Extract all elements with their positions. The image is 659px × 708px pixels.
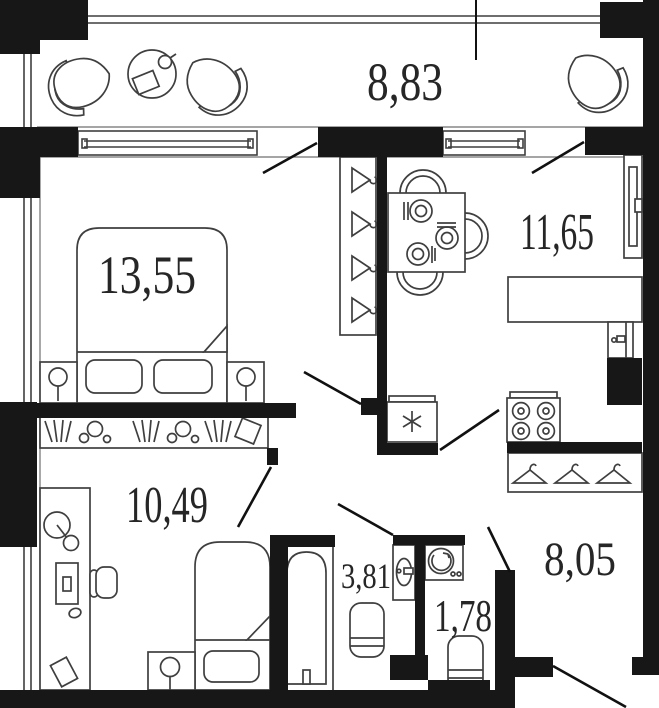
stove-icon — [506, 391, 561, 443]
bedroom-left-window — [23, 198, 32, 402]
plant-icon — [204, 419, 232, 443]
mouse-icon — [68, 607, 82, 619]
bathtub-icon — [279, 544, 334, 693]
place-setting-icon — [403, 199, 433, 223]
bedroom-balcony-window — [77, 130, 258, 156]
place-setting-icon — [406, 242, 436, 266]
desk-icon — [39, 487, 91, 691]
nightstand-lamp-icon — [147, 651, 196, 691]
coat-hanger-icon — [594, 463, 633, 484]
chair-arc-icon — [396, 169, 489, 296]
kitchen-counter-icon — [507, 276, 643, 323]
wardrobe-hanger-icon — [351, 296, 378, 324]
coat-hanger-icon — [552, 463, 591, 484]
double-bed-icon — [76, 227, 228, 404]
balcony-furniture — [47, 49, 629, 117]
toilet-icon — [447, 635, 484, 691]
kitchen-door-swing — [439, 408, 500, 452]
wardrobe-hanger-icon — [351, 210, 378, 238]
balcony-bedroom-door-swing — [262, 141, 318, 175]
kids-room-door-swing — [236, 466, 273, 528]
bathroom-door-swing — [337, 502, 394, 537]
bedroom-area-label: 13,55 — [98, 245, 196, 305]
coat-hanger-icon — [510, 463, 549, 484]
dresser-icon — [39, 414, 269, 449]
washing-machine-icon — [424, 544, 464, 581]
coffee-table-icon — [127, 49, 177, 99]
kids-room-furniture — [39, 414, 271, 691]
armchair-icon — [567, 54, 629, 114]
kids-room-left-window — [23, 547, 32, 690]
kitchen-area-label: 11,65 — [520, 204, 594, 261]
bathroom-area-label: 3,81 — [341, 556, 391, 596]
plant-icon — [132, 419, 160, 443]
hallway-furniture — [507, 452, 643, 493]
cabinet-icon — [607, 321, 634, 359]
dining-table-icon — [387, 192, 466, 273]
monitor-icon — [55, 562, 79, 605]
balcony-kitchen-door-swing — [531, 140, 585, 175]
radiator-icon — [623, 154, 643, 259]
kids-room-area-label: 10,49 — [126, 477, 208, 534]
room-labels: 8,83 13,55 11,65 10,49 8,05 3,81 1,78 — [98, 52, 616, 641]
armchair-icon — [47, 57, 111, 117]
entrance-door-swing — [552, 664, 627, 708]
bedroom-door-swing — [303, 370, 362, 406]
paper-icon — [49, 656, 79, 688]
nightstand-lamp-icon — [39, 361, 78, 404]
armchair-icon — [186, 58, 248, 116]
toilet-icon — [349, 602, 385, 658]
wardrobe-hanger-icon — [351, 166, 378, 194]
wardrobe-hanger-icon — [351, 254, 378, 282]
door-swings — [236, 0, 627, 708]
kitchen-furniture — [386, 154, 643, 443]
wc-door-swing — [486, 526, 512, 573]
balcony-rail-top — [88, 15, 600, 24]
book-icon — [233, 416, 263, 446]
windows — [23, 15, 600, 690]
wardrobe-icon — [339, 156, 378, 336]
bedroom-furniture — [39, 156, 378, 404]
hallway-area-label: 8,05 — [544, 533, 616, 586]
wc-area-label: 1,78 — [434, 590, 492, 641]
nightstand-lamp-icon — [226, 361, 265, 404]
wc-furniture — [424, 544, 484, 691]
place-setting-icon — [435, 222, 459, 250]
sink-icon — [392, 544, 416, 601]
balcony-area-label: 8,83 — [367, 52, 443, 112]
desk-chair-icon — [89, 566, 118, 599]
desk-lamp-icon — [43, 511, 80, 552]
kitchen-balcony-window — [442, 130, 526, 156]
fridge-icon — [386, 395, 438, 443]
bathroom-furniture — [279, 544, 416, 693]
plant-icon — [44, 419, 72, 443]
single-bed-icon — [194, 541, 271, 691]
balcony-rail-left — [23, 52, 32, 127]
coat-rack-icon — [507, 452, 643, 493]
